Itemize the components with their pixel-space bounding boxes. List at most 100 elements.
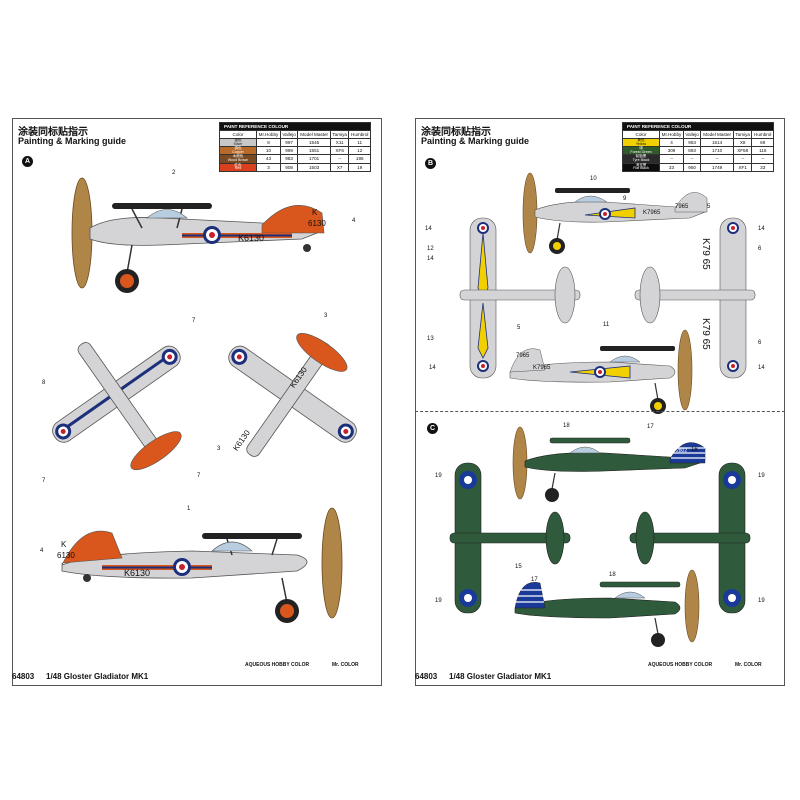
tail-letter: K — [312, 208, 318, 217]
cell: 33 — [751, 162, 774, 172]
cell: 950 — [682, 162, 702, 172]
fuselage-serial-2: K6130 — [124, 568, 151, 578]
plane-b-bottom-view — [634, 217, 756, 379]
tail-letter-2: K — [61, 540, 67, 549]
cell: XF58 — [732, 146, 753, 156]
cell: XF1 — [732, 162, 753, 172]
cell: 1503 — [297, 162, 331, 172]
cell: 43 — [256, 154, 281, 164]
right-title-en: Painting & Marking guide — [421, 136, 530, 146]
cell: 997 — [279, 137, 299, 148]
tail-number: 6130 — [308, 219, 326, 228]
callout-num: 19 — [758, 473, 765, 479]
callout-num: 4 — [40, 548, 44, 554]
cell: 999 — [279, 146, 299, 156]
callout-num: 14 — [425, 226, 432, 232]
cell: 1710 — [700, 146, 734, 156]
callout-num: 19 — [758, 598, 765, 604]
cell: 3 — [256, 162, 281, 172]
cell: 1546 — [297, 137, 331, 148]
cell: -- — [732, 154, 753, 164]
cell: 983 — [279, 154, 299, 164]
b-serial-2: K7965 — [533, 365, 551, 371]
cell: -- — [682, 154, 702, 164]
b-serial: K7965 — [643, 210, 661, 216]
callout-num: 14 — [758, 365, 765, 371]
callout-num: 14 — [427, 256, 434, 262]
cell: 12 — [348, 146, 371, 156]
right-th: Vallejo — [682, 130, 702, 139]
callout-num: 3 — [217, 446, 221, 452]
callout-num: 6 — [758, 246, 762, 252]
cell: 893 — [682, 146, 702, 156]
plane-b-top-view — [459, 217, 581, 379]
callout-num: 7 — [42, 478, 46, 484]
callout-num: 8 — [42, 380, 46, 386]
callout-num: 9 — [623, 196, 627, 202]
right-page: 涂装同标贴指示 Painting & Marking guide PAINT R… — [415, 118, 785, 686]
callout-num: 14 — [429, 365, 436, 371]
left-th-tamiya: Tamiya — [329, 130, 350, 139]
left-title-cn: 涂装同标贴指示 — [18, 127, 88, 138]
left-footer-title: 1/48 Gloster Gladiator MK1 — [46, 672, 149, 681]
callout-num: 3 — [324, 313, 328, 319]
cell: -- — [700, 154, 734, 164]
tailplane — [130, 431, 182, 471]
callout-num: 5 — [517, 325, 521, 331]
scheme-b-label: B — [425, 158, 436, 169]
left-page: 涂装同标贴指示 Painting & Marking guide PAINT R… — [12, 118, 382, 686]
right-footer-code: 64803 — [415, 672, 438, 681]
callout-num: 2 — [172, 170, 176, 176]
fuselage-serial: K6130 — [238, 233, 265, 243]
c-tail-number: 2802 — [676, 448, 688, 454]
cell: 309 — [659, 146, 684, 156]
callout-num: 6 — [758, 340, 762, 346]
callout-num: 14 — [758, 226, 765, 232]
tail-number-2: 6130 — [57, 551, 75, 560]
cell: 186 — [348, 154, 371, 164]
left-th-modelmaster: Model Master — [297, 130, 331, 139]
right-title-cn: 涂装同标贴指示 — [421, 127, 491, 138]
cell: 69 — [751, 137, 774, 148]
plane-c-bottom-view — [629, 462, 751, 614]
cell: 953 — [682, 137, 702, 148]
left-th-mrhobby: Mr.Hobby — [256, 130, 281, 139]
cell: -- — [751, 154, 774, 164]
cell: 116 — [751, 146, 774, 156]
legend-mr: Mr. COLOR — [332, 662, 359, 668]
tail-orange — [261, 205, 325, 234]
cell: 8 — [256, 137, 281, 148]
right-paint-table: PAINT REFERENCE COLOUR Color Mr.Hobby Va… — [622, 122, 774, 172]
b-underwing-serial-1: K79 65 — [700, 238, 711, 270]
left-title-en: Painting & Marking guide — [18, 136, 127, 146]
callout-num: 16 — [691, 447, 698, 453]
plane-a-side-view — [71, 177, 325, 293]
left-footer-code: 64803 — [12, 672, 35, 681]
right-th: Tamiya — [732, 130, 753, 139]
cell: 1701 — [297, 154, 331, 164]
callout-num: 19 — [435, 473, 442, 479]
legend-aqueous: AQUEOUS HOBBY COLOR — [245, 662, 310, 668]
callout-num: 10 — [590, 176, 597, 182]
cell: X7 — [329, 162, 350, 172]
left-th-vallejo: Vallejo — [279, 130, 299, 139]
right-th: Mr.Hobby — [659, 130, 684, 139]
cell: 1551 — [297, 146, 331, 156]
right-footer-title: 1/48 Gloster Gladiator MK1 — [449, 672, 552, 681]
b-underwing-serial-2: K79 65 — [700, 318, 711, 350]
cell: 1514 — [700, 137, 734, 148]
callout-num: 19 — [435, 598, 442, 604]
right-page-frame — [415, 118, 785, 686]
upper-wing — [112, 203, 212, 209]
plane-c-top-view — [449, 462, 571, 614]
